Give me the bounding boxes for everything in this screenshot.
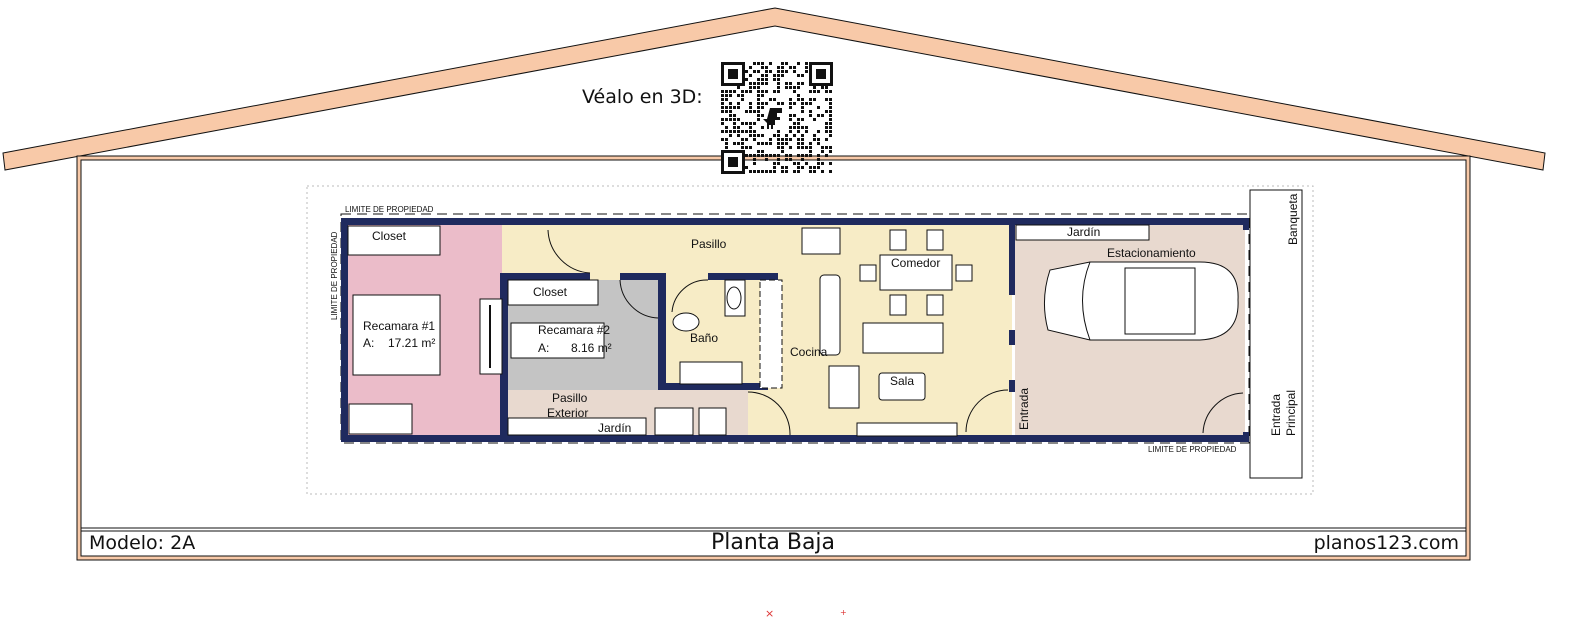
furniture [347, 224, 1244, 437]
garden-front-label: Jardín [1067, 225, 1100, 239]
property-limit-bottom: LIMITE DE PROPIEDAD [1148, 445, 1237, 454]
entrance-label: Entrada [1017, 388, 1031, 430]
roof [2, 7, 1546, 171]
bedroom2-label: Recamara #2 [538, 323, 610, 337]
website-label[interactable]: planos123.com [1314, 532, 1459, 554]
walls [341, 218, 1249, 442]
parking-label: Estacionamiento [1107, 246, 1196, 260]
main-entrance-label: Entrada [1269, 394, 1283, 436]
bathroom-label: Baño [690, 331, 718, 345]
bedroom1-area-label: A: [363, 336, 374, 350]
kitchen-label: Cocina [790, 345, 828, 359]
bedroom2-area-label: A: [538, 341, 549, 355]
living-label: Sala [890, 374, 914, 388]
garden-rear-label: Jardín [598, 421, 631, 435]
property-limit-top: LIMITE DE PROPIEDAD [345, 205, 434, 214]
property-limit-left: LIMITE DE PROPIEDAD [330, 231, 339, 320]
exterior-hall-label: Pasillo [552, 391, 588, 405]
bedroom1-area: 17.21 m² [388, 336, 435, 350]
crosshair-icon: + [840, 608, 847, 617]
cursor-mark-icon: × [765, 607, 774, 620]
sheet-title: Planta Baja [711, 530, 835, 555]
qr-code[interactable] [721, 62, 833, 174]
bedroom1-label: Recamara #1 [363, 319, 435, 333]
sidewalk-label: Banqueta [1286, 193, 1300, 245]
model-label: Modelo: 2A [89, 532, 195, 554]
qr-label: Véalo en 3D: [582, 86, 703, 108]
bedroom2-area: 8.16 m² [571, 341, 612, 355]
closet2-label: Closet [533, 285, 568, 299]
hallway-label: Pasillo [691, 237, 727, 251]
exterior-hall-label-2: Exterior [547, 406, 588, 420]
room-labels: LIMITE DE PROPIEDAD LIMITE DE PROPIEDAD … [330, 189, 1303, 479]
car-icon [1044, 261, 1239, 341]
closet1-label: Closet [372, 229, 407, 243]
sidewalk-area [1249, 189, 1303, 479]
property-line [340, 213, 1250, 444]
main-entrance-label-2: Principal [1284, 390, 1298, 436]
house-outline [77, 156, 1470, 560]
lot-boundary [306, 185, 1314, 495]
dining-label: Comedor [891, 256, 940, 270]
